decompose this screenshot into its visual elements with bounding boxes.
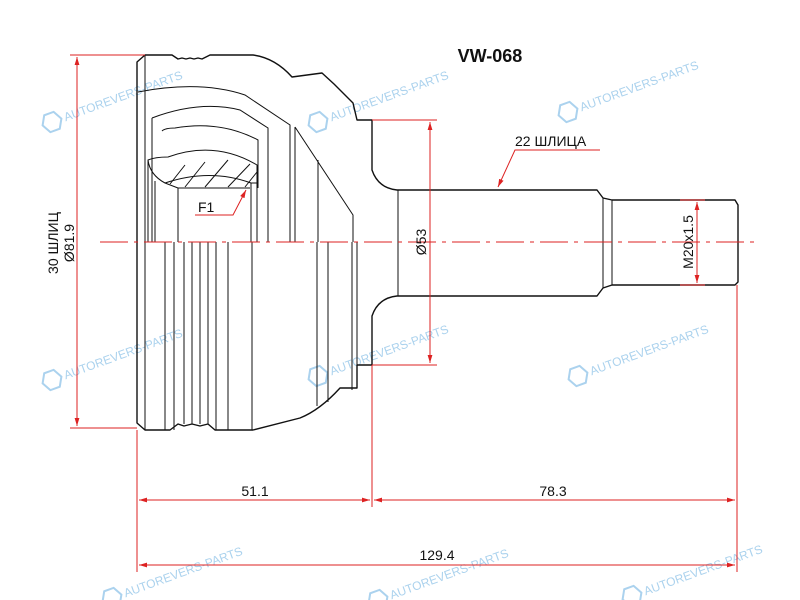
outer-race-body: [136, 54, 739, 431]
thread-label: M20x1.5: [680, 215, 696, 269]
watermark: AUTOREVERS-PARTS: [307, 322, 451, 388]
flag-f1-label: F1: [198, 199, 215, 215]
watermark-logo-icon: [307, 364, 329, 388]
watermark-logo-icon: [367, 588, 389, 600]
watermarks: AUTOREVERS-PARTS AUTOREVERS-PARTS AUTOREVE…: [41, 58, 765, 600]
watermark-logo-icon: [621, 584, 643, 600]
watermark-text: AUTOREVERS-PARTS: [62, 68, 185, 124]
watermark-logo-icon: [567, 364, 589, 388]
outer-diameter-label: Ø81.9: [61, 224, 77, 262]
part-number-title: VW-068: [458, 46, 523, 66]
shaft-diameter-label: Ø53: [413, 229, 429, 256]
watermark: AUTOREVERS-PARTS: [41, 68, 185, 134]
dimensions: [70, 54, 738, 572]
watermark-logo-icon: [557, 100, 579, 124]
watermark-logo-icon: [101, 586, 123, 600]
watermark-text: AUTOREVERS-PARTS: [642, 542, 765, 598]
watermark-logo-icon: [41, 110, 63, 134]
watermark-logo-icon: [307, 110, 329, 134]
body-length-label: 51.1: [241, 483, 268, 499]
watermark: AUTOREVERS-PARTS: [101, 544, 245, 600]
outer-spline-label: 30 ШЛИЦ: [45, 211, 61, 274]
watermark: AUTOREVERS-PARTS: [557, 58, 701, 124]
watermark-text: AUTOREVERS-PARTS: [62, 326, 185, 382]
watermark-text: AUTOREVERS-PARTS: [328, 322, 451, 378]
watermark: AUTOREVERS-PARTS: [41, 326, 185, 392]
watermark: AUTOREVERS-PARTS: [307, 68, 450, 134]
watermark-text: AUTOREVERS-PARTS: [122, 544, 245, 600]
hatch: [169, 159, 258, 188]
watermark-logo-icon: [41, 368, 63, 392]
shaft-length-label: 78.3: [539, 483, 566, 499]
watermark-text: AUTOREVERS-PARTS: [588, 322, 711, 378]
watermark: AUTOREVERS-PARTS: [567, 322, 711, 388]
total-length-label: 129.4: [419, 547, 454, 563]
watermark: AUTOREVERS-PARTS: [621, 542, 765, 600]
shaft-spline-label: 22 ШЛИЦА: [515, 133, 587, 149]
watermark-text: AUTOREVERS-PARTS: [578, 58, 701, 114]
